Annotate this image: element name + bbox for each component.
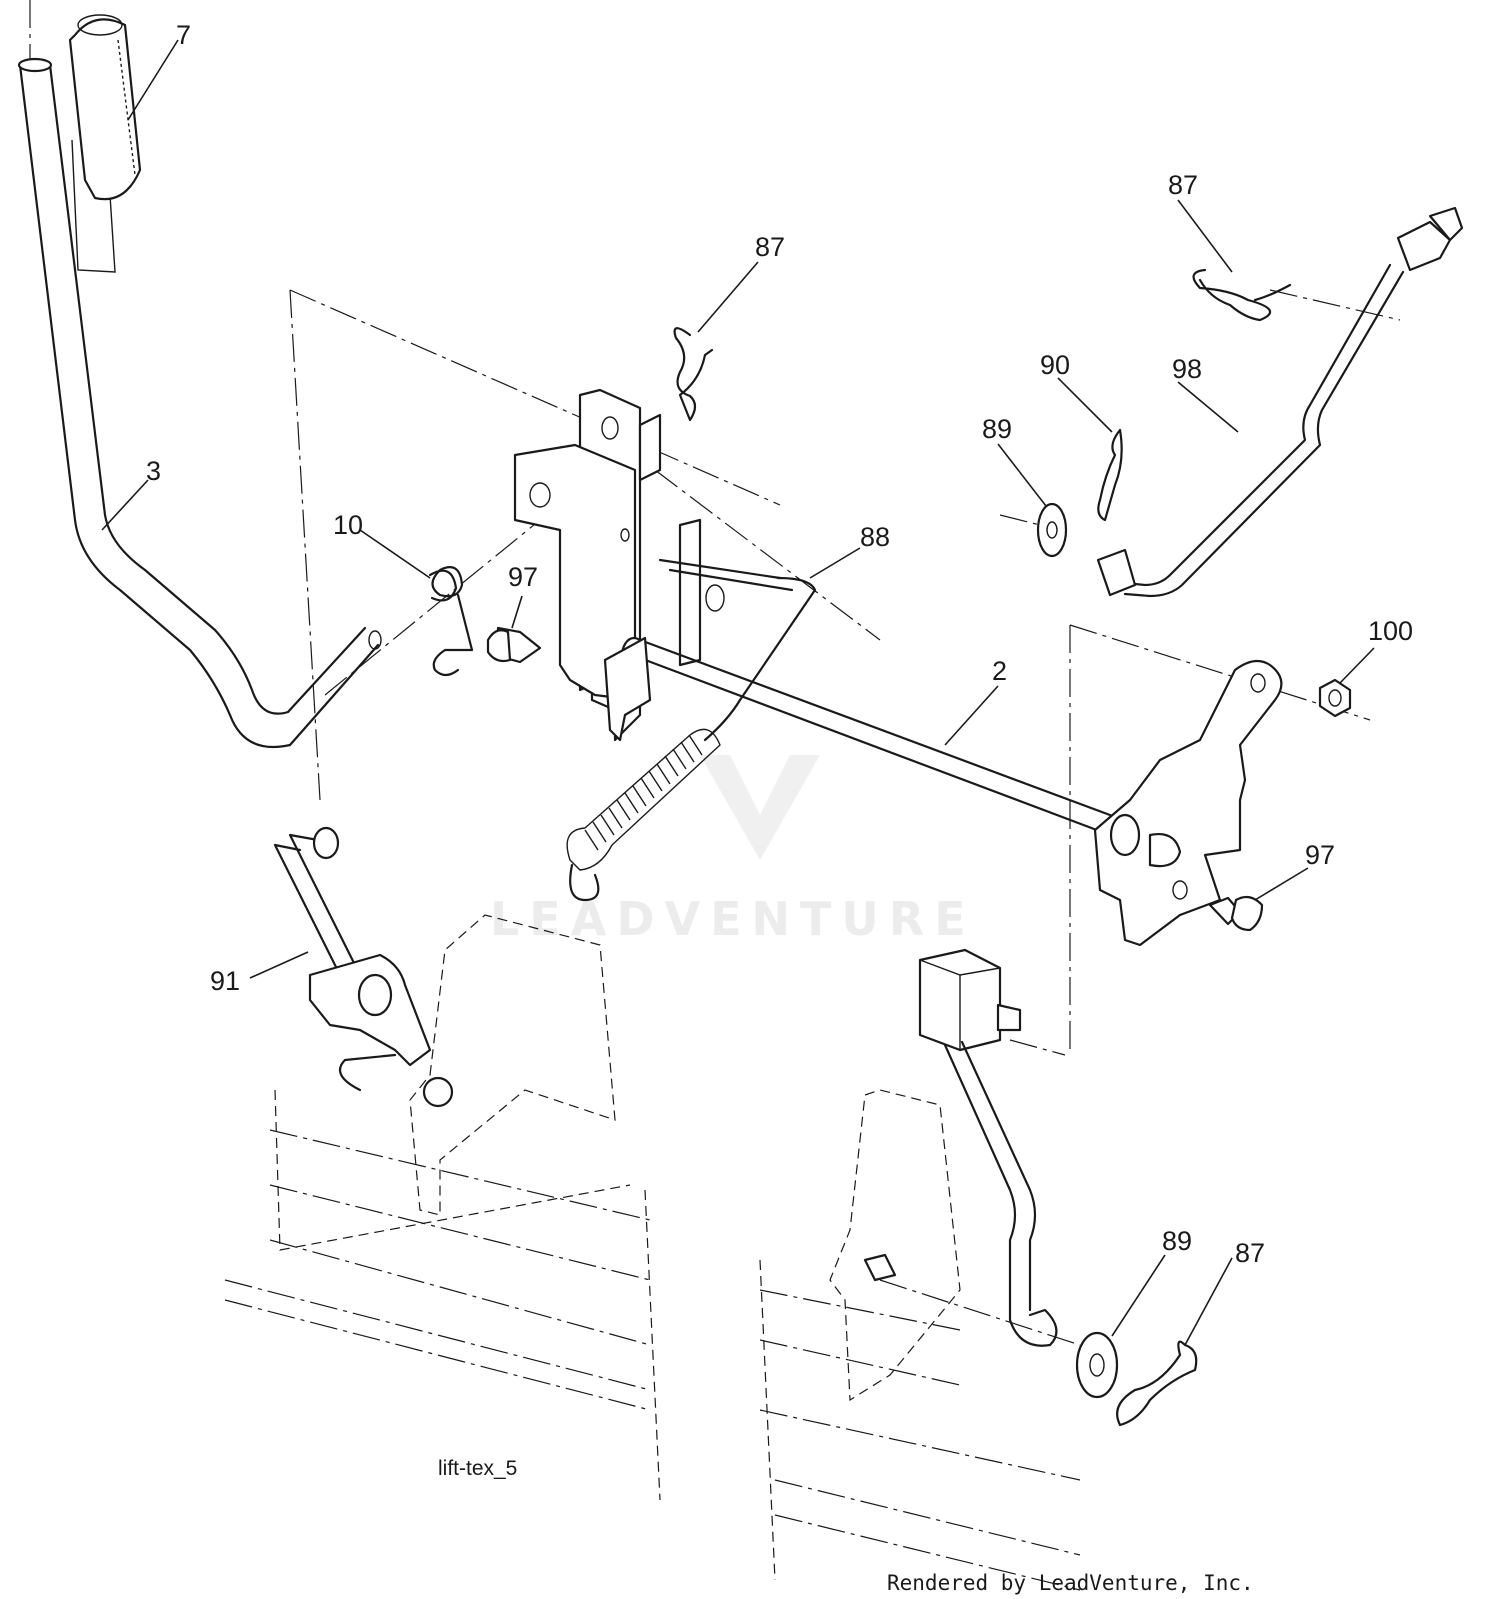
callout-88: 88 <box>860 522 890 552</box>
hairpin-clip-right <box>1192 268 1292 322</box>
leader-lines <box>101 39 1375 1346</box>
center-lines <box>29 0 1401 1346</box>
callout-97-right: 97 <box>1305 840 1335 870</box>
callout-91: 91 <box>210 966 240 996</box>
lift-shaft <box>603 636 1120 837</box>
callout-87-top: 87 <box>755 232 785 262</box>
deck-link <box>273 826 454 1108</box>
left-deck-hanger <box>224 914 661 1501</box>
lift-lever <box>17 57 382 749</box>
callout-98: 98 <box>1172 354 1202 384</box>
callout-89-bottom: 89 <box>1162 1226 1192 1256</box>
render-credit: Rendered by LeadVenture, Inc. <box>887 1571 1254 1595</box>
bolt-right <box>1208 895 1264 932</box>
callout-100: 100 <box>1368 616 1413 646</box>
callout-87-bottom: 87 <box>1235 1238 1265 1268</box>
washer-bottom <box>1075 1331 1119 1399</box>
callout-97-left: 97 <box>508 562 538 592</box>
washer-top <box>1036 502 1068 558</box>
lift-arm-plate <box>1093 659 1283 947</box>
callout-3: 3 <box>146 456 161 486</box>
nut <box>1318 678 1352 718</box>
watermark-text: LEADVENTURE <box>490 892 976 946</box>
callout-labels: 7 3 10 87 97 88 87 90 89 98 100 2 97 91 … <box>146 20 1413 1268</box>
callout-10: 10 <box>333 510 363 540</box>
extension-spring <box>566 728 721 902</box>
spring-rod <box>658 558 817 742</box>
callout-90: 90 <box>1040 350 1070 380</box>
callout-2: 2 <box>992 656 1007 686</box>
callout-87-right: 87 <box>1168 170 1198 200</box>
figure-caption: lift-tex_5 <box>438 1457 517 1480</box>
lift-lever-grip <box>68 14 142 273</box>
cotter-pin <box>1097 428 1123 522</box>
bolt-left <box>486 626 542 664</box>
callout-7: 7 <box>176 20 191 50</box>
watermark-logo: LEADVENTURE <box>490 755 976 946</box>
torsion-spring <box>428 566 474 677</box>
adjustment-rod <box>1096 206 1464 598</box>
right-deck-link <box>918 948 1058 1347</box>
callout-89-top: 89 <box>982 414 1012 444</box>
hairpin-clip-bottom <box>1116 1340 1198 1427</box>
right-deck-hanger <box>759 1089 1081 1591</box>
hairpin-clip-top <box>673 327 714 422</box>
